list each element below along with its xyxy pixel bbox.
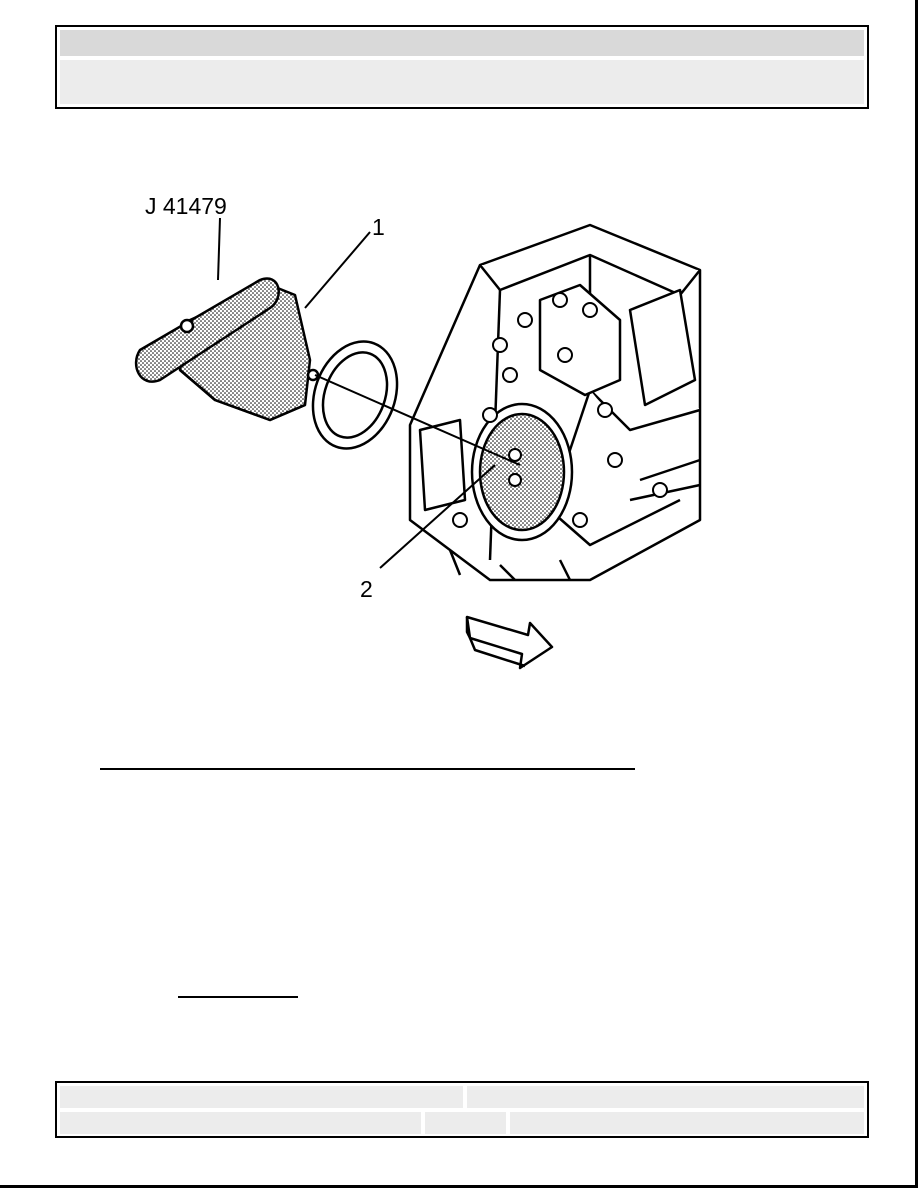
document-header — [55, 25, 869, 109]
callout-1-leader-line — [304, 231, 371, 309]
document-footer — [55, 1081, 869, 1138]
section-divider-rule — [100, 768, 635, 770]
tool-leader-line — [217, 217, 221, 281]
leader-lines — [217, 217, 521, 569]
seal-installer-illustration: J 41479 1 2 — [120, 180, 720, 680]
short-underline-rule — [178, 996, 298, 998]
footer-cell-bottom-right — [510, 1112, 864, 1134]
callout-1-label: 1 — [372, 214, 385, 240]
engine-block — [408, 223, 702, 582]
footer-cell-top-left — [60, 1086, 463, 1108]
footer-cell-bottom-middle — [425, 1112, 506, 1134]
footer-cell-bottom-left — [60, 1112, 421, 1134]
tool-number-label: J 41479 — [145, 193, 227, 219]
seal-installer-tool — [134, 277, 320, 422]
callout-2-label: 2 — [360, 576, 373, 602]
footer-cell-top-right — [467, 1086, 864, 1108]
callout-2-leader-line — [379, 464, 496, 569]
header-subtitle-bar — [60, 60, 864, 104]
front-direction-arrow-icon — [465, 615, 554, 670]
header-title-bar — [60, 30, 864, 56]
crankshaft-rear-seal — [311, 340, 399, 450]
